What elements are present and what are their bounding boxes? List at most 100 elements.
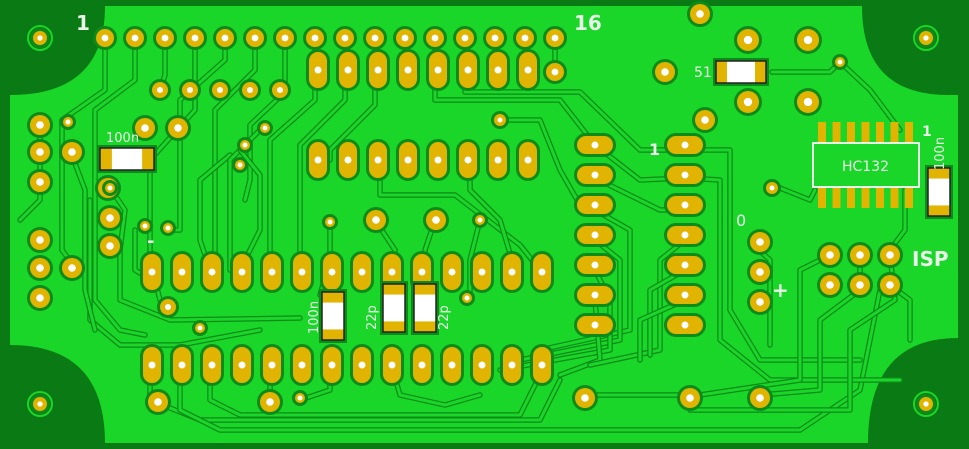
upper-oval-0-hole bbox=[314, 66, 322, 74]
trace-22 bbox=[118, 248, 302, 322]
trace-49 bbox=[838, 60, 902, 132]
smd-layer bbox=[97, 58, 953, 343]
smd-100n-right bbox=[928, 168, 950, 216]
smd-22p-a-end-b bbox=[383, 321, 405, 332]
via-14-hole bbox=[36, 236, 44, 244]
mid-oval-3-hole bbox=[404, 156, 412, 164]
socket-left-4-hole bbox=[591, 261, 599, 269]
via-41-hole bbox=[803, 35, 813, 45]
dip-bot-10-hole bbox=[448, 361, 456, 369]
trace-53 bbox=[378, 166, 542, 272]
via-11-hole bbox=[106, 242, 114, 250]
smd-100n-right-outline bbox=[927, 167, 951, 217]
dip-bot-1-hole bbox=[178, 361, 186, 369]
via-44-hole bbox=[701, 116, 709, 124]
socket-left-2-hole bbox=[591, 201, 599, 209]
via-13-hole bbox=[174, 124, 182, 132]
smd-100n-left-end-b bbox=[142, 148, 154, 170]
via-12-hole bbox=[141, 124, 149, 132]
dip-bot-3-hole bbox=[238, 361, 246, 369]
smd-22p-b-end-b bbox=[414, 321, 436, 332]
via-46-hole bbox=[769, 185, 775, 191]
via-6-hole bbox=[36, 148, 44, 156]
header-pin-5-hole bbox=[221, 34, 229, 42]
via-37-hole bbox=[497, 117, 503, 123]
via-45-hole bbox=[837, 59, 843, 65]
mount-ring-2 bbox=[27, 391, 53, 417]
hc132-top-pin-6 bbox=[890, 122, 899, 142]
via-56-hole bbox=[107, 185, 113, 191]
dip-bot-0-hole bbox=[148, 361, 156, 369]
dip-bot-2-hole bbox=[208, 361, 216, 369]
header-pin-10-hole bbox=[371, 34, 379, 42]
via-27-hole bbox=[372, 216, 380, 224]
smd-100n-right-end-b bbox=[928, 205, 950, 216]
dip-top-8-hole bbox=[388, 268, 396, 276]
via-31-hole bbox=[154, 398, 162, 406]
header-pin-4-hole bbox=[191, 34, 199, 42]
mid-oval-0-hole bbox=[314, 156, 322, 164]
via-25-hole bbox=[197, 325, 203, 331]
header-pin-14-hole bbox=[491, 34, 499, 42]
trace-51 bbox=[778, 186, 817, 202]
c100n-right-label: 100n bbox=[933, 137, 948, 170]
socket-right-6-hole bbox=[681, 321, 689, 329]
header-pin-6-hole bbox=[251, 34, 259, 42]
mid-oval-5-hole bbox=[464, 156, 472, 164]
mount-hole-3-hole bbox=[923, 401, 929, 407]
smd-100n-vertical bbox=[322, 292, 344, 340]
hc132-top-pin-7 bbox=[905, 122, 913, 142]
socket-left-5-hole bbox=[591, 291, 599, 299]
hc132-top-pin-2 bbox=[832, 122, 841, 142]
via-2-hole bbox=[216, 86, 224, 94]
mount-hole-2-hole bbox=[37, 401, 43, 407]
trace-55 bbox=[498, 118, 582, 207]
mid-oval-7-hole bbox=[524, 156, 532, 164]
upper-oval-4-hole bbox=[434, 66, 442, 74]
dip-bot-7-hole bbox=[358, 361, 366, 369]
via-22-hole bbox=[165, 225, 171, 231]
via-8-hole bbox=[36, 178, 44, 186]
via-48-hole bbox=[756, 268, 764, 276]
socket-left-0-hole bbox=[591, 141, 599, 149]
socket-right-0-hole bbox=[681, 141, 689, 149]
via-39-hole bbox=[661, 68, 669, 76]
via-21-hole bbox=[237, 162, 243, 168]
trace-27 bbox=[178, 288, 882, 432]
via-28-hole bbox=[432, 216, 440, 224]
socket-right-1-hole bbox=[681, 171, 689, 179]
via-0-hole bbox=[156, 86, 164, 94]
smd-22p-b-end-a bbox=[414, 284, 436, 295]
header-pin-2-hole bbox=[131, 34, 139, 42]
via-55-hole bbox=[886, 281, 894, 289]
trace-1 bbox=[93, 36, 147, 337]
header-pin-8-hole bbox=[311, 34, 319, 42]
hc132-label: HC132 bbox=[842, 159, 889, 175]
trace-4 bbox=[168, 36, 227, 232]
trace-21 bbox=[88, 198, 262, 347]
via-7-hole bbox=[68, 148, 76, 156]
c100n-left-label: 100n bbox=[106, 131, 139, 146]
via-19-hole bbox=[262, 125, 268, 131]
smd-100n-vertical-end-a bbox=[322, 292, 344, 303]
mount-ring-1 bbox=[913, 25, 939, 51]
hc132-bottom-pin-4 bbox=[861, 188, 870, 208]
dip-top-6-hole bbox=[328, 268, 336, 276]
header-pin-13-hole bbox=[461, 34, 469, 42]
isp-label: ISP bbox=[912, 247, 949, 271]
dip-bot-11-hole bbox=[478, 361, 486, 369]
r51-label: 51 bbox=[694, 65, 712, 81]
dip-top-1-hole bbox=[178, 268, 186, 276]
c100n-vertical-label: 100n bbox=[307, 301, 322, 334]
hc132-bottom-pin-7 bbox=[905, 188, 913, 208]
pin-1-label: 1 bbox=[76, 11, 90, 35]
smd-22p-a-outline bbox=[382, 283, 406, 333]
via-1-hole bbox=[186, 86, 194, 94]
via-16-hole bbox=[68, 264, 76, 272]
trace-5 bbox=[213, 36, 257, 262]
socket-left-6-hole bbox=[591, 321, 599, 329]
dip-bot-6-hole bbox=[328, 361, 336, 369]
smd-22p-b-outline bbox=[413, 283, 437, 333]
trace-6 bbox=[243, 36, 287, 202]
